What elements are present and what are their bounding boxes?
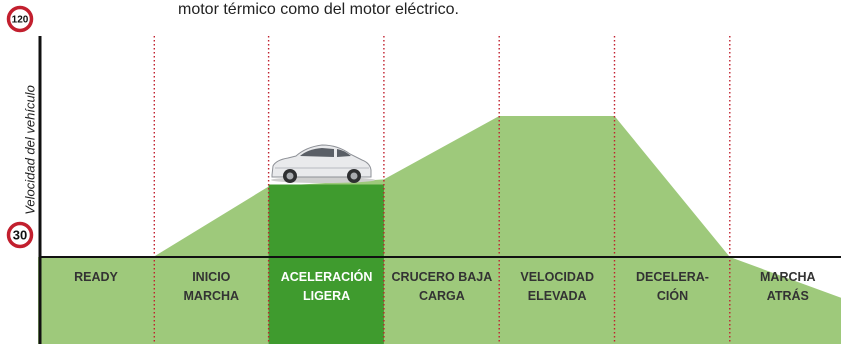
phase-label-line2: CARGA <box>418 289 465 304</box>
phase-label: CRUCERO BAJA CARGA <box>384 268 500 307</box>
phase-label-line1: CRUCERO BAJA <box>391 270 493 284</box>
phase-label: MARCHA ATRÁS <box>730 268 841 307</box>
phase-label-line1: MARCHA <box>760 270 816 284</box>
phase-label-line1: ACELERACIÓN <box>280 270 373 284</box>
phase-dividers <box>153 36 731 344</box>
phase-label: VELOCIDAD ELEVADA <box>499 268 615 307</box>
speed-sign-120-text: 120 <box>12 15 29 26</box>
y-axis-label: Velocidad del vehículo <box>22 85 38 215</box>
car-icon <box>271 144 375 183</box>
phase-label-line1: INICIO <box>192 270 231 284</box>
phase-label-line1: READY <box>74 270 118 284</box>
speed-area <box>38 116 841 344</box>
speed-sign-120-icon: 120 <box>6 5 34 33</box>
phase-label: DECELERA- CIÓN <box>615 268 731 307</box>
phase-label-line2: CIÓN <box>656 289 689 304</box>
phase-label-line2: LIGERA <box>302 289 351 304</box>
current-phase-highlight <box>268 184 384 344</box>
phase-label: READY <box>38 268 154 287</box>
phase-label-line2: ELEVADA <box>527 289 587 304</box>
phase-label-line1: VELOCIDAD <box>520 270 594 284</box>
phase-label: ACELERACIÓN LIGERA <box>269 268 385 307</box>
speed-sign-30-text: 30 <box>13 228 27 243</box>
phase-label: INICIO MARCHA <box>153 268 269 307</box>
phase-label-line2: MARCHA <box>183 289 240 304</box>
phase-label-line1: DECELERA- <box>636 270 709 284</box>
phase-label-line2: ATRÁS <box>766 289 809 304</box>
caption-text: motor térmico como del motor eléctrico. <box>178 1 459 18</box>
speed-sign-30-icon: 30 <box>6 221 34 249</box>
